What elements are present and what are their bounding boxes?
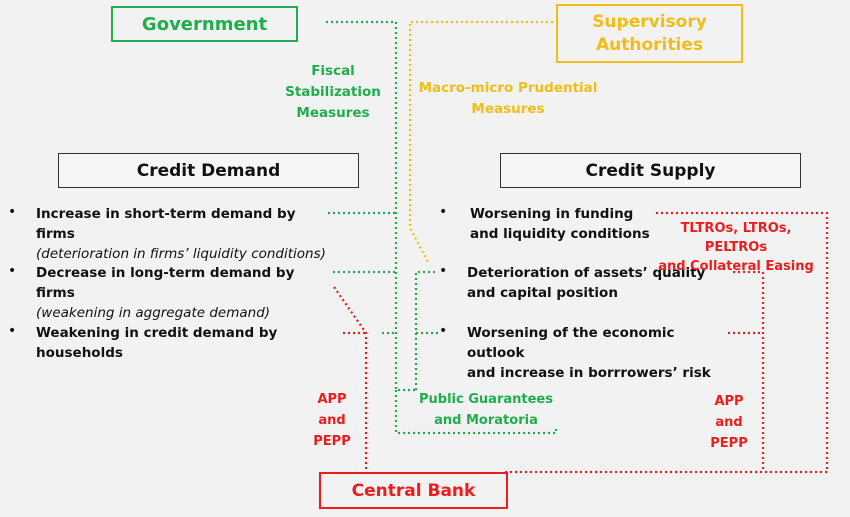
demand-item-long-term: Decrease in long-term demand by firms (w… [36,263,336,323]
central-to-right [505,211,829,474]
supply-item-3-line1: Worsening of the economic outlook [467,325,675,361]
central-bank-box: Central Bank [319,472,508,509]
public-guarantees-label: Public Guarantees and Moratoria [416,389,556,431]
guarantees-top [414,270,438,390]
supply-item-2-line2: and capital position [467,285,618,301]
green-connectors [326,20,558,435]
supply-item-1-line2: and liquidity conditions [470,226,650,242]
credit-supply-box: Credit Supply [500,153,801,188]
fiscal-stabilization-label: Fiscal Stabilization Measures [278,61,388,124]
demand-bullet-1: • [8,204,17,220]
supply-item-outlook: Worsening of the economic outlook and in… [467,323,727,383]
assets-red [733,270,765,472]
guarantees-bottom [394,390,558,435]
macro-line1: Macro-micro Prudential [418,80,598,96]
demand-item-2-note: (weakening in aggregate demand) [36,305,271,321]
red-connectors [333,211,829,474]
app-left-line3: PEPP [313,434,351,449]
supply-bullet-2: • [439,263,448,279]
fiscal-line2: Stabilization [285,84,381,100]
credit-supply-title: Credit Supply [585,160,716,181]
guarantees-line2: and Moratoria [434,413,538,428]
tltros-line2: and Collateral Easing [658,259,814,274]
app-pepp-right-label: APP and PEPP [704,391,754,454]
app-pepp-left-label: APP and PEPP [307,389,357,452]
fiscal-line3: Measures [296,105,370,121]
demand-item-2-title: Decrease in long-term demand by firms [36,265,295,301]
tltros-label: TLTROs, LTROs, PELTROs and Collateral Ea… [651,219,821,276]
supervisory-line [408,20,553,263]
demand-item-1-note: (deterioration in firms’ liquidity condi… [36,246,326,262]
supervisory-label-line2: Authorities [596,34,703,55]
tltros-line1: TLTROs, LTROs, PELTROs [680,221,792,255]
supply-bullet-1: • [439,204,448,220]
app-right-line1: APP [714,394,744,409]
supply-item-3-line2: and increase in borrrowers’ risk [467,365,711,381]
app-right-line2: and [715,415,743,430]
demand-item-short-term: Increase in short-term demand by firms (… [36,204,336,264]
left-app-line [333,286,368,470]
government-box: Government [111,6,298,42]
credit-demand-box: Credit Demand [58,153,359,188]
supply-item-2-line1: Deterioration of assets’ quality [467,265,706,281]
supervisory-authorities-box: Supervisory Authorities [556,4,743,63]
demand-item-households: Weakening in credit demand by households [36,323,346,363]
supply-item-assets: Deterioration of assets’ quality and cap… [467,263,707,303]
government-label: Government [141,13,268,35]
government-line [326,20,416,392]
central-bank-label: Central Bank [351,480,476,501]
fiscal-line1: Fiscal [311,63,355,79]
supply-item-funding: Worsening in funding and liquidity condi… [470,204,660,244]
app-left-line1: APP [317,392,347,407]
macro-line2: Measures [471,101,545,117]
macro-micro-prudential-label: Macro-micro Prudential Measures [418,78,598,120]
supervisory-label-line1: Supervisory [592,11,707,32]
supply-bullet-3: • [439,323,448,339]
app-right-line3: PEPP [710,436,748,451]
yellow-connectors [408,20,553,263]
demand-item-1-title: Increase in short-term demand by firms [36,206,296,242]
demand-bullet-3: • [8,323,17,339]
supply-item-1-line1: Worsening in funding [470,206,634,222]
demand-item-3-title: Weakening in credit demand by households [36,325,278,361]
credit-demand-title: Credit Demand [136,160,281,181]
demand-bullet-2: • [8,263,17,279]
app-left-line2: and [318,413,346,428]
guarantees-line1: Public Guarantees [419,392,553,407]
